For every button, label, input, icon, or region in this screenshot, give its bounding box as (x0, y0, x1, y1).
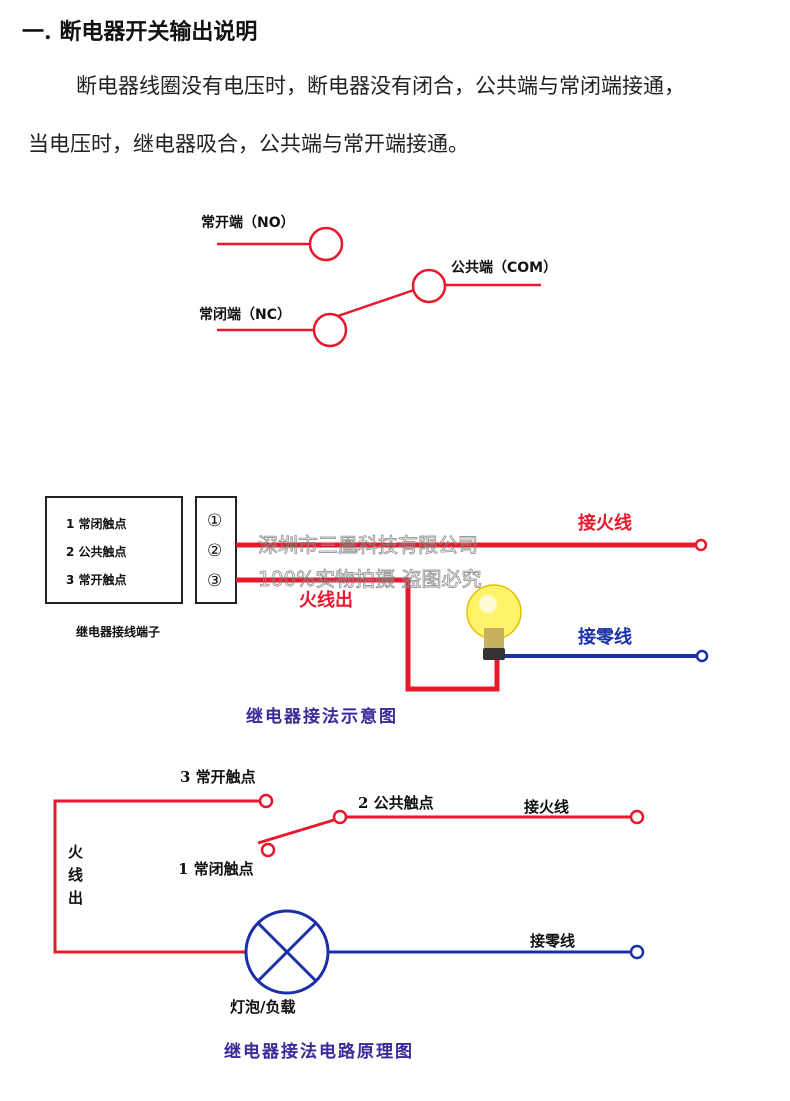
terminal-2: ② (207, 541, 222, 561)
lamp-load-label: 灯泡/负载 (230, 998, 295, 1016)
fire-out-char-2: 线 (68, 866, 83, 884)
no-terminal (308, 226, 344, 262)
watermark-notice: 100%实物拍摄 盗图必究 (258, 567, 482, 591)
schematic-caption: 继电器接法电路原理图 (224, 1041, 414, 1062)
schematic-no-terminal (258, 793, 274, 809)
live-wire-label: 接火线 (578, 512, 632, 534)
page-title: 一. 断电器开关输出说明 (22, 19, 258, 45)
schematic-nc-terminal (260, 842, 276, 858)
schematic-no-label: 3 常开触点 (180, 768, 256, 786)
fire-out-label: 火线出 (299, 589, 353, 611)
schematic-live-label: 接火线 (524, 798, 569, 816)
fire-out-char-1: 火 (68, 843, 84, 861)
circuit-schematic-diagram: 3 常开触点 2 公共触点 接火线 1 常闭触点 火 线 出 接零线 灯泡/负载… (53, 768, 645, 1062)
legend-row-3: 3 常开触点 (66, 572, 127, 587)
live-wire-end (694, 538, 708, 552)
schematic-nc-label: 1 常闭触点 (178, 860, 254, 878)
schematic-com-terminal (332, 809, 348, 825)
terminal-legend-box (45, 496, 183, 604)
fire-out-wire (236, 577, 500, 692)
description-line-2: 当电压时，继电器吸合，公共端与常开端接通。 (28, 132, 469, 156)
legend-row-2: 2 公共触点 (66, 544, 127, 559)
watermark-company: 深圳市三凰科技有限公司 (258, 533, 478, 557)
schematic-neutral-end (629, 944, 645, 960)
terminal-block (195, 496, 237, 604)
lamp-load-icon (244, 909, 330, 995)
nc-terminal (312, 312, 348, 348)
nc-label: 常闭端（NC） (199, 306, 291, 323)
wiring-diagram-caption: 继电器接法示意图 (246, 706, 398, 727)
terminal-3: ③ (207, 571, 222, 591)
light-bulb-icon (466, 584, 522, 660)
schematic-live-end (629, 809, 645, 825)
terminal-1: ① (207, 511, 222, 531)
terminal-wiring-diagram: 1 常闭触点 2 公共触点 3 常开触点 ① ② ③ 继电器接线端子 接火线 火… (45, 496, 709, 727)
schematic-neutral-label: 接零线 (530, 932, 575, 950)
neutral-wire-label: 接零线 (578, 626, 632, 648)
contact-symbol-diagram: 常开端（NO） 公共端（COM） 常闭端（NC） (199, 214, 557, 348)
neutral-wire-end (695, 649, 709, 663)
com-switch-arm (331, 288, 415, 320)
legend-row-1: 1 常闭触点 (66, 516, 127, 531)
com-label: 公共端（COM） (451, 259, 557, 276)
schematic-switch-arm (257, 818, 335, 845)
com-terminal (411, 268, 447, 304)
terminal-box-caption: 继电器接线端子 (76, 624, 160, 639)
fire-out-char-3: 出 (68, 889, 83, 907)
description-line-1: 断电器线圈没有电压时，断电器没有闭合，公共端与常闭端接通， (76, 74, 685, 98)
fire-out-loop-wire (53, 799, 259, 954)
schematic-com-label: 2 公共触点 (358, 794, 434, 812)
no-label: 常开端（NO） (201, 214, 295, 231)
